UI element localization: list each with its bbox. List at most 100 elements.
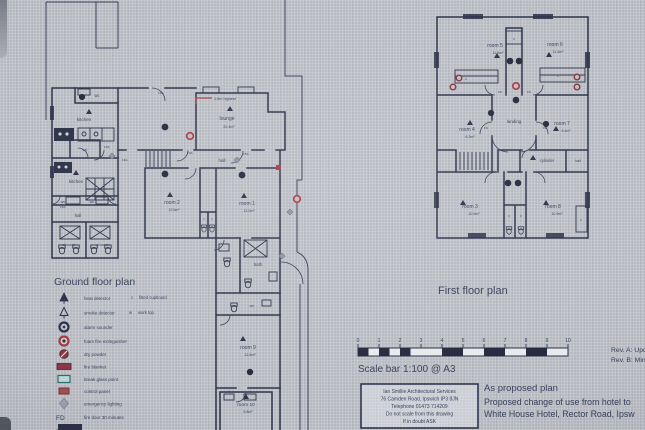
cupboard-tag: c <box>228 389 230 393</box>
door-tag: FDA <box>60 205 66 209</box>
proposal-text: As proposed plan Proposed change of use … <box>484 383 635 419</box>
first-floor-title: First floor plan <box>438 285 508 297</box>
legend-label: fire blanket <box>84 365 107 370</box>
scale-number: 6 <box>483 338 486 344</box>
kitchen-fixtures <box>54 88 115 205</box>
room-label: wc <box>61 200 66 204</box>
legend-label: control panel <box>84 389 110 394</box>
cupboard-tag: c <box>580 218 582 222</box>
room-label: hall <box>575 159 581 163</box>
head-height-line <box>195 97 212 104</box>
title-block: Ian Smillie Architectural Services 76 Ca… <box>360 383 479 429</box>
legend-label: fire door 30 minutes <box>84 415 125 420</box>
room-area: 12.6m² <box>244 353 256 357</box>
scale-number: 2 <box>399 338 402 344</box>
cupboard-tag: c <box>557 74 559 78</box>
shower-tray-icons <box>59 225 268 258</box>
firm-phone: Telephone 01473 714209 <box>391 404 448 410</box>
window <box>585 192 590 208</box>
room-label: room 1 <box>239 201 255 207</box>
alarm-sounder-icon <box>238 171 246 179</box>
window <box>468 233 486 238</box>
room-label: room 5 <box>487 43 503 49</box>
window <box>434 192 439 208</box>
legend-extra-symbol: w <box>129 310 133 315</box>
alarm-sounder-icon <box>58 321 70 333</box>
title-block-border <box>360 383 479 429</box>
cupboard <box>575 205 588 233</box>
scale-number: 5 <box>462 338 465 344</box>
basin-icon <box>455 74 463 82</box>
door-tag: FDA <box>158 91 164 95</box>
room-area: 9.8m² <box>243 410 253 414</box>
room-label: room 9 <box>240 345 256 351</box>
revision-notes: Rev. A: Updated to clien Rev. B: Minor a… <box>611 347 645 364</box>
alarm-sounder-icon <box>487 109 495 117</box>
room-area: 9.4m² <box>561 129 571 133</box>
room-label: wc <box>83 147 88 152</box>
scale-number: 3 <box>420 338 423 344</box>
photo-corner-shadow-top-left <box>0 0 7 58</box>
door-tag: FDA <box>122 158 128 162</box>
alarm-sounder-icon <box>504 179 512 187</box>
door-tag: FDA <box>243 152 249 156</box>
stairs-icon <box>459 152 493 170</box>
chimney <box>505 30 523 45</box>
ground-floor-plan: wc kitchen wc kitchen wc wc hall shower … <box>45 0 309 430</box>
toilet-icon <box>230 302 238 313</box>
proposal-address: White House Hotel, Rector Road, Ipsw <box>484 409 635 419</box>
room-label: landing <box>507 119 522 124</box>
cupboard <box>454 69 499 84</box>
alarm-sounder-icon <box>78 93 86 101</box>
room-label: hall <box>75 213 82 218</box>
fire-blanket-icon <box>56 363 72 370</box>
foam-extinguisher-dot <box>62 339 66 343</box>
room-label: bath <box>254 262 263 267</box>
room-label: cylinder <box>540 158 555 163</box>
window <box>463 14 483 19</box>
legend-label: foam fire extinguisher <box>84 339 128 344</box>
extinguisher-icon <box>185 131 195 141</box>
door-tag: FDA <box>104 145 110 149</box>
cupboard-tag: c <box>520 214 522 218</box>
room-label: room 4 <box>459 127 475 133</box>
legend-extra-symbol: c <box>131 295 133 300</box>
cupboard-tag: c <box>211 217 213 221</box>
alarm-sounder-icon <box>515 57 523 65</box>
room-area: 20.4m² <box>223 125 235 129</box>
extinguisher-icon <box>292 194 302 204</box>
room-area: 13.5m² <box>168 208 180 212</box>
extinguisher-icon <box>511 81 521 91</box>
proposal-title: As proposed plan <box>484 383 558 394</box>
window <box>585 52 590 68</box>
room-area: 13.0m² <box>243 209 255 213</box>
scale-ticks <box>357 344 569 348</box>
toilet-icon <box>244 278 252 289</box>
scale-number: 1 <box>378 338 381 344</box>
first-symbols <box>449 52 581 205</box>
scale-bar: 0 1 2 3 4 5 6 7 8 9 10 Scale bar 1:100 @… <box>357 338 571 375</box>
ground-floor-title: Ground floor plan <box>54 276 135 288</box>
toilet-icon <box>201 224 207 233</box>
break-glass-icon <box>57 374 71 384</box>
cupboard-tag: c <box>249 389 251 393</box>
basin-icon <box>573 83 581 91</box>
scale-bar-blocks <box>358 348 547 356</box>
legend-label: smoke detector <box>84 311 115 316</box>
legend-extra-label: work top <box>138 310 154 315</box>
emergency-light-icon <box>108 152 294 260</box>
basin <box>261 299 272 307</box>
cupboard-tag: c <box>513 37 515 41</box>
fire-door-symbol: FD <box>56 415 65 422</box>
room-area: 8.3m² <box>465 135 475 139</box>
ground-symbols <box>73 93 302 399</box>
scale-number: 10 <box>565 338 571 344</box>
door-tag: FD <box>484 126 488 130</box>
alarm-sounder-icon <box>161 123 169 131</box>
room-label: kitchen <box>77 117 92 122</box>
cupboard-tag: c <box>508 214 510 218</box>
room-label: room 2 <box>164 200 180 206</box>
legend-label: break glass point <box>84 377 119 382</box>
basin-icon <box>573 73 581 81</box>
